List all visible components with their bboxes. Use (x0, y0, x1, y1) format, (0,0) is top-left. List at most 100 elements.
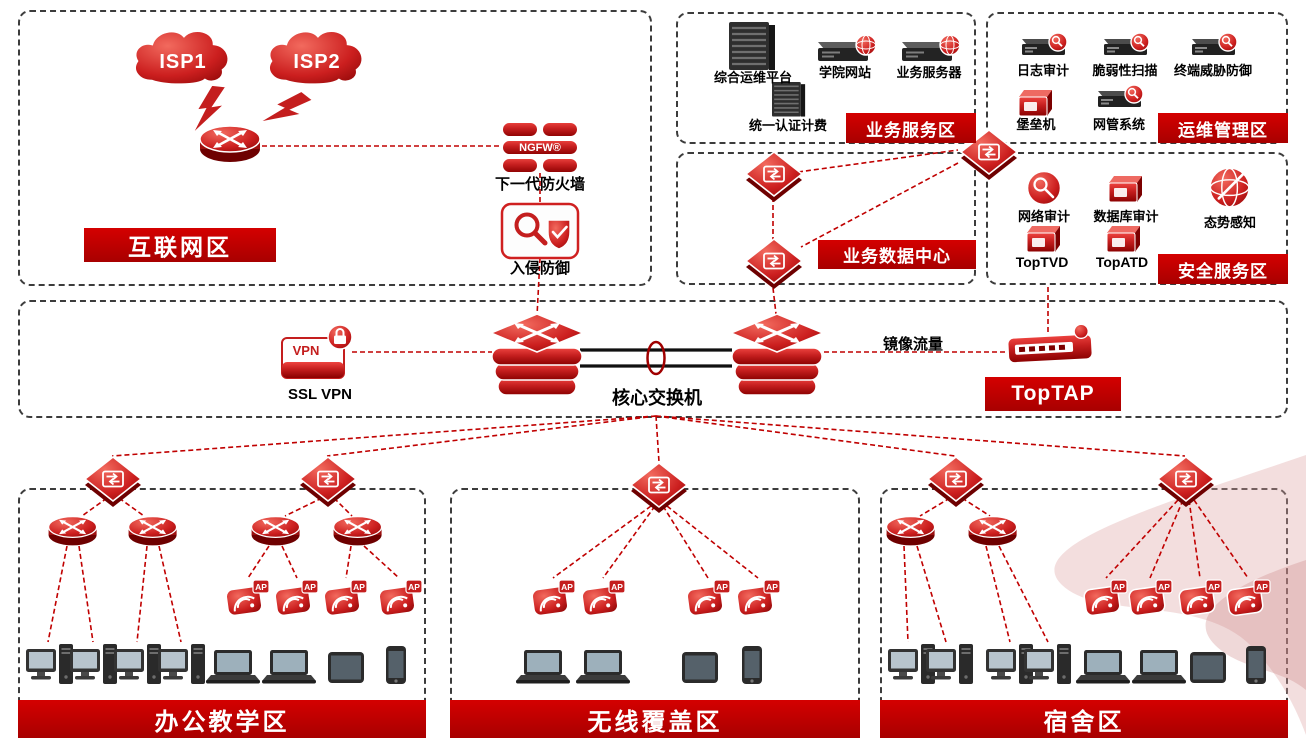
tablet-icon (328, 652, 364, 683)
link-core-officesw2 (326, 415, 657, 457)
log-audit-label: 日志审计 (1016, 63, 1069, 78)
connection-line (903, 545, 909, 643)
tablet-icon (682, 652, 718, 683)
vuln-scan-appliance-icon (1103, 32, 1150, 56)
connection-line (961, 497, 991, 517)
bastion-host-icon (1018, 89, 1053, 117)
connection-line (602, 505, 656, 579)
business-server-icon (901, 34, 961, 62)
link-core-wirelesssw (655, 415, 660, 463)
access-router-icon (47, 515, 98, 547)
ngfw-badge-label: NGFW® (519, 142, 561, 154)
wireless-zone-title: 无线覆盖区 (450, 700, 860, 738)
ops-platform-server-icon (727, 20, 777, 72)
connection-line (1188, 499, 1201, 579)
ap-badge-label: AP (561, 582, 573, 592)
security-service-zone-title: 安全服务区 (1158, 254, 1288, 284)
laptop-icon (1076, 650, 1130, 684)
connection-line (247, 545, 270, 579)
toptvd-icon (1026, 225, 1061, 253)
ap-badge-label: AP (766, 582, 778, 592)
laptop-icon (262, 650, 316, 684)
distribution-switch-icon (927, 456, 985, 508)
connection-line (47, 545, 68, 643)
vuln-scan-label: 脆弱性扫描 (1092, 63, 1158, 78)
connection-line (1149, 499, 1184, 579)
vpn-badge-label: VPN (293, 343, 320, 358)
access-router-icon (332, 515, 383, 547)
distribution-switch-icon (299, 456, 357, 508)
security-service-zone-box (986, 152, 1288, 285)
situation-awareness-icon (1208, 166, 1251, 209)
access-router-icon (250, 515, 301, 547)
phone-icon (1246, 646, 1266, 684)
link-dcsw1-aggsw (797, 149, 959, 173)
connection-line (281, 545, 298, 579)
desktop-icon (26, 644, 73, 684)
ap-badge-label: AP (1158, 582, 1170, 592)
datacenter-switch-icon (745, 238, 803, 290)
connection-line (78, 545, 94, 643)
core-switch-label: 核心交换机 (612, 388, 702, 408)
ap-badge-label: AP (611, 582, 623, 592)
laptop-icon (206, 650, 260, 684)
bastion-label: 堡垒机 (1016, 117, 1056, 132)
phone-icon (742, 646, 762, 684)
network-audit-label: 网络审计 (1017, 209, 1070, 224)
connection-line (284, 497, 323, 517)
link-ips-core1 (536, 257, 541, 317)
business-server-label: 业务服务器 (896, 65, 962, 80)
laptop-icon (516, 650, 570, 684)
business-service-zone-box (676, 12, 976, 144)
connection-line (118, 497, 145, 517)
connection-line (333, 497, 353, 517)
log-audit-appliance-icon (1021, 32, 1068, 56)
laptop-icon (576, 650, 630, 684)
desktop-icon (1024, 644, 1071, 684)
access-router-icon (885, 515, 936, 547)
core-switch-icon (489, 312, 585, 397)
business-datacenter-zone-title: 业务数据中心 (818, 240, 976, 269)
connection-line (363, 545, 400, 579)
connection-lines (47, 145, 1249, 643)
connection-line (552, 505, 652, 579)
internet-zone-title: 互联网区 (84, 228, 276, 262)
endpoint-defense-appliance-icon (1191, 32, 1238, 56)
laptop-icon (1132, 650, 1186, 684)
ap-badge-label: AP (255, 582, 267, 592)
topatd-label: TopATD (1095, 254, 1149, 270)
ap-badge-label: AP (1113, 582, 1125, 592)
ap-badge-label: AP (1256, 582, 1268, 592)
ops-management-zone-title: 运维管理区 (1158, 113, 1288, 143)
internet-router-icon (198, 124, 262, 164)
connection-line (158, 545, 182, 643)
dorm-zone-title: 宿舍区 (880, 700, 1288, 738)
auth-billing-server-icon (771, 81, 806, 118)
endpoint-defense-label: 终端威胁防御 (1173, 63, 1252, 78)
college-website-server-icon (817, 34, 877, 62)
desktop-icon (114, 644, 161, 684)
business-datacenter-zone-box (676, 152, 976, 285)
ap-badge-label: AP (304, 582, 316, 592)
toptap-device-icon (1006, 323, 1094, 364)
access-router-icon (127, 515, 178, 547)
ips-label: 入侵防御 (509, 260, 570, 277)
network-audit-icon (1026, 170, 1062, 206)
distribution-switch-icon (630, 462, 688, 514)
tablet-icon (1190, 652, 1226, 683)
toptap-title: TopTAP (985, 377, 1121, 411)
isp2-label: ISP2 (293, 51, 340, 73)
fiber-aggregation-ring (646, 340, 666, 376)
ips-device-icon (502, 204, 578, 258)
connection-line (136, 545, 148, 643)
ap-badge-label: AP (408, 582, 420, 592)
auth-billing-label: 统一认证计费 (748, 118, 827, 133)
access-router-icon (967, 515, 1018, 547)
link-core-officesw1 (111, 415, 657, 457)
connection-line (345, 545, 352, 579)
ssl-vpn-label: SSL VPN (288, 386, 352, 403)
desktop-icon (926, 644, 973, 684)
core-switch-icon (729, 312, 825, 397)
connection-line (919, 497, 951, 517)
